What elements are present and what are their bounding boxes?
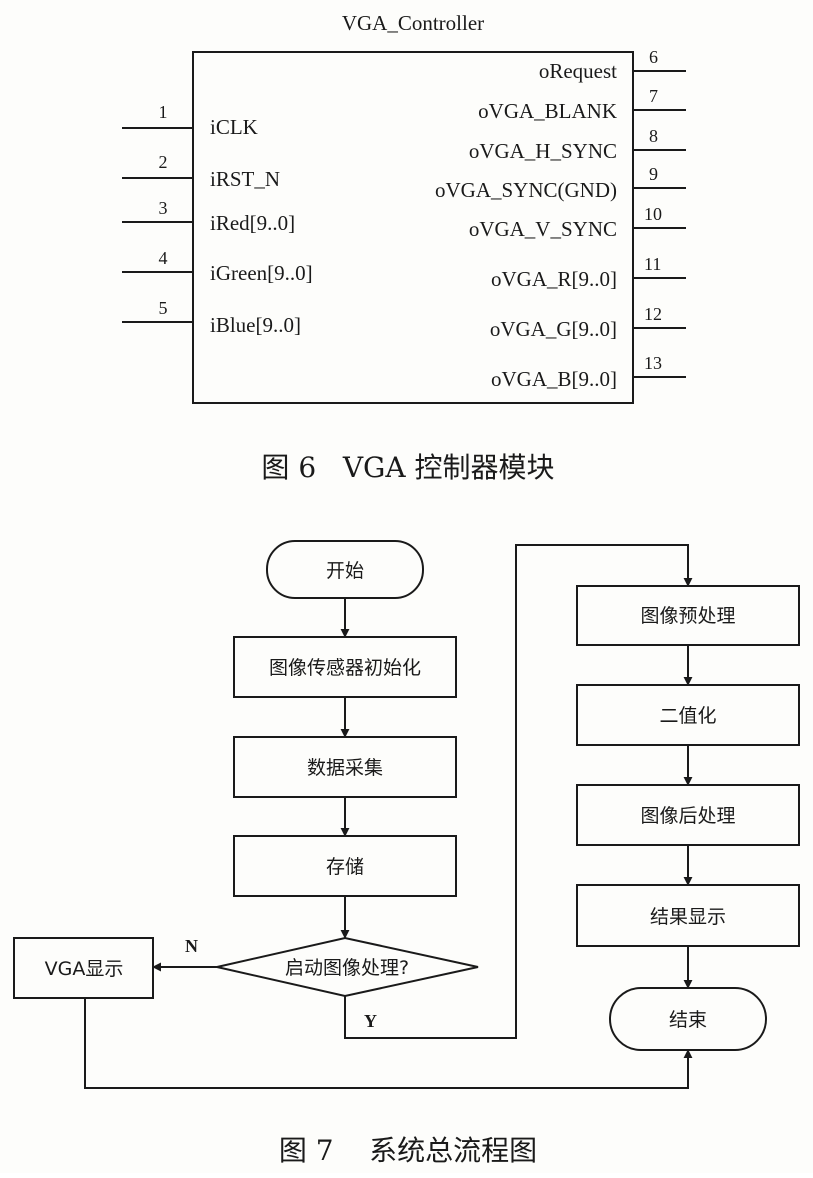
pin-number: 10 bbox=[644, 204, 662, 224]
input-pin-2: 2 iRST_N bbox=[122, 152, 280, 191]
pin-number: 13 bbox=[644, 353, 662, 373]
pin-number: 8 bbox=[649, 126, 658, 146]
output-pin-11: 11 oVGA_R[9..0] bbox=[491, 254, 686, 291]
binarize-label: 二值化 bbox=[659, 705, 716, 727]
pin-number: 1 bbox=[159, 102, 168, 122]
input-pin-1: 1 iCLK bbox=[122, 102, 258, 139]
pin-number: 2 bbox=[159, 152, 168, 172]
no-branch-label: N bbox=[185, 936, 198, 956]
node-decision: 启动图像处理? bbox=[216, 936, 479, 998]
node-vga-display: VGA显示 bbox=[13, 937, 154, 999]
pin-label: iGreen[9..0] bbox=[210, 261, 313, 285]
vga-display-label: VGA显示 bbox=[45, 958, 124, 980]
arrow-vga-to-end bbox=[84, 998, 693, 1089]
input-pin-5: 5 iBlue[9..0] bbox=[122, 298, 301, 337]
pin-number: 7 bbox=[649, 86, 658, 106]
acquire-box bbox=[233, 736, 457, 798]
yes-branch-label: Y bbox=[364, 1011, 377, 1031]
acquire-label: 数据采集 bbox=[307, 757, 383, 779]
pin-number: 5 bbox=[159, 298, 168, 318]
input-pin-3: 3 iRed[9..0] bbox=[122, 198, 295, 235]
output-pin-12: 12 oVGA_G[9..0] bbox=[490, 304, 686, 341]
output-pin-7: 7 oVGA_BLANK bbox=[478, 86, 686, 123]
pin-label: oVGA_BLANK bbox=[478, 99, 617, 123]
postprocess-box bbox=[576, 784, 800, 846]
pin-label: oRequest bbox=[539, 59, 617, 83]
flow-connectors bbox=[84, 544, 693, 1089]
node-init: 图像传感器初始化 bbox=[233, 636, 457, 698]
start-terminal bbox=[266, 540, 424, 599]
end-terminal bbox=[609, 987, 767, 1051]
init-label: 图像传感器初始化 bbox=[269, 657, 421, 679]
binarize-box bbox=[576, 684, 800, 746]
pin-label: oVGA_H_SYNC bbox=[469, 139, 617, 163]
pin-number: 9 bbox=[649, 164, 658, 184]
node-store: 存储 bbox=[233, 835, 457, 897]
figure-6-caption: 图 6 VGA 控制器模块 bbox=[261, 451, 554, 484]
result-display-label: 结果显示 bbox=[650, 906, 726, 928]
init-box bbox=[233, 636, 457, 698]
preprocess-box bbox=[576, 585, 800, 646]
postprocess-label: 图像后处理 bbox=[640, 805, 735, 827]
block-title: VGA_Controller bbox=[342, 11, 484, 35]
pin-label: iCLK bbox=[210, 115, 258, 139]
node-acquire: 数据采集 bbox=[233, 736, 457, 798]
node-preprocess: 图像预处理 bbox=[576, 585, 800, 646]
end-label: 结束 bbox=[669, 1009, 707, 1031]
pin-label: oVGA_G[9..0] bbox=[490, 317, 617, 341]
start-label: 开始 bbox=[326, 560, 364, 582]
decision-label: 启动图像处理? bbox=[285, 957, 409, 979]
pin-label: oVGA_B[9..0] bbox=[491, 367, 617, 391]
input-pin-4: 4 iGreen[9..0] bbox=[122, 248, 313, 285]
pin-label: oVGA_R[9..0] bbox=[491, 267, 617, 291]
pin-number: 4 bbox=[159, 248, 168, 268]
output-pin-10: 10 oVGA_V_SYNC bbox=[469, 204, 686, 241]
output-pin-9: 9 oVGA_SYNC(GND) bbox=[435, 164, 686, 202]
pin-number: 12 bbox=[644, 304, 662, 324]
figure-6: VGA_Controller 1 iCLK 2 iRST_N 3 iRed[9.… bbox=[122, 11, 686, 484]
node-result-display: 结果显示 bbox=[576, 884, 800, 947]
output-pin-13: 13 oVGA_B[9..0] bbox=[491, 353, 686, 391]
node-binarize: 二值化 bbox=[576, 684, 800, 746]
preprocess-label: 图像预处理 bbox=[640, 605, 735, 627]
result-display-box bbox=[576, 884, 800, 947]
pin-label: oVGA_SYNC(GND) bbox=[435, 178, 617, 202]
vga-display-box bbox=[13, 937, 154, 999]
figure-7-caption: 图 7 系统总流程图 bbox=[279, 1134, 537, 1167]
node-start: 开始 bbox=[266, 540, 424, 599]
output-pin-8: 8 oVGA_H_SYNC bbox=[469, 126, 686, 163]
pin-label: iRST_N bbox=[210, 167, 280, 191]
store-label: 存储 bbox=[326, 856, 364, 878]
node-end: 结束 bbox=[609, 987, 767, 1051]
decision-diamond bbox=[216, 936, 479, 998]
pin-number: 3 bbox=[159, 198, 168, 218]
output-pin-6: 6 oRequest bbox=[539, 47, 686, 83]
arrow-decision-yes-to-preprocess bbox=[344, 544, 693, 1039]
pin-label: iBlue[9..0] bbox=[210, 313, 301, 337]
store-box bbox=[233, 835, 457, 897]
pin-label: iRed[9..0] bbox=[210, 211, 295, 235]
pin-label: oVGA_V_SYNC bbox=[469, 217, 617, 241]
pin-number: 11 bbox=[644, 254, 661, 274]
pin-number: 6 bbox=[649, 47, 658, 67]
figure-7: 开始 图像传感器初始化 数据采集 存储 启动图像处理? N Y VGA显示 图像… bbox=[13, 540, 800, 1167]
node-postprocess: 图像后处理 bbox=[576, 784, 800, 846]
